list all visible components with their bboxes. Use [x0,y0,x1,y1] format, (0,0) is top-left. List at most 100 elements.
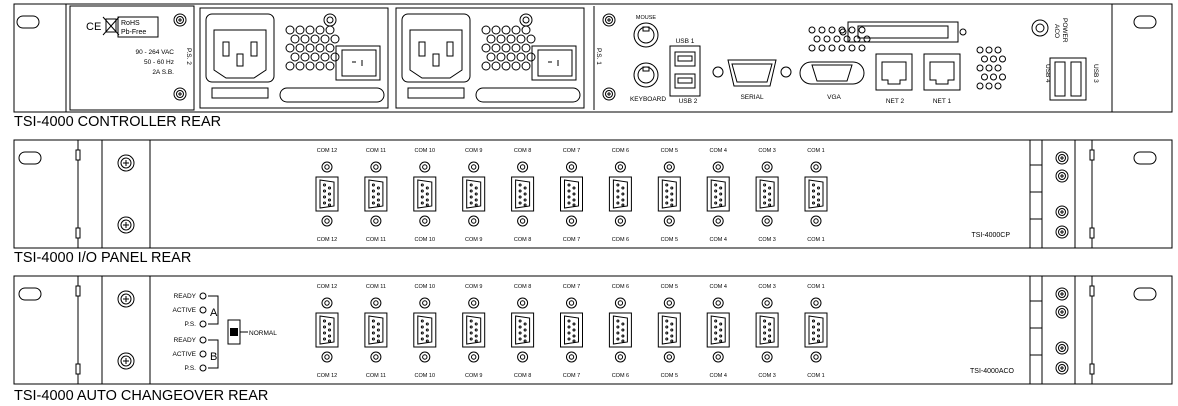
status-b-active: ACTIVE [173,351,197,358]
com-port-label-bottom: COM 10 [415,237,435,243]
com-port-label-top: COM 12 [317,284,337,290]
com-port-label-top: COM 7 [563,148,580,154]
io-panel-caption: TSI-4000 I/O PANEL REAR [14,250,191,266]
rating-frequency: 50 - 60 Hz [144,59,174,66]
led-a-active [199,306,207,314]
com-port-label-top: COM 4 [709,284,726,290]
vga-port: VGA [799,61,865,101]
com-port-label-bottom: COM 4 [709,237,726,243]
com-port: COM 1 COM 1 [804,148,828,243]
com-port: COM 6 COM 6 [608,284,632,379]
rating-fuse: 2A S.B. [152,69,174,76]
com-port-label-top: COM 10 [415,284,435,290]
power-label: POWER [1061,18,1068,43]
com-port-label-bottom: COM 12 [317,237,337,243]
com-port-label-top: COM 4 [709,148,726,154]
psu-vents [285,25,536,71]
com-port-label-top: COM 8 [514,284,531,290]
com-port: COM 7 COM 7 [560,284,583,379]
com-port-label-bottom: COM 5 [661,237,678,243]
com-port-label-bottom: COM 12 [317,373,337,379]
power-supply-2 [199,7,389,109]
usb1-label: USB 1 [676,38,695,45]
com-port-label-bottom: COM 6 [612,373,629,379]
com-port: COM 5 COM 5 [657,284,681,379]
com-port-label-top: COM 11 [366,148,386,154]
normal-label: NORMAL [249,330,277,337]
com-port-label-bottom: COM 7 [563,373,580,379]
com-port: COM 4 COM 4 [706,284,730,379]
com-port-label-bottom: COM 6 [612,237,629,243]
aco-status-group-a: READY ACTIVE P.S. A [173,292,219,328]
com-port-label-top: COM 7 [563,284,580,290]
com-port-label-top: COM 12 [317,148,337,154]
led-b-active [199,350,207,358]
com-port-label-top: COM 5 [661,284,678,290]
keyboard-label: KEYBOARD [630,96,666,103]
ethernet-ports: NET 2 NET 1 [875,53,961,105]
led-b-ready [199,336,207,344]
com-port-label-bottom: COM 5 [661,373,678,379]
vga-label: VGA [827,94,841,101]
status-b-ready: READY [174,337,197,344]
status-a-ps: P.S. [185,321,197,328]
com-port-label-top: COM 6 [612,148,629,154]
com-port-label-top: COM 8 [514,148,531,154]
aco-status-group-b: READY ACTIVE P.S. B [173,336,219,372]
led-b-ps [199,364,207,372]
com-port-label-bottom: COM 9 [465,237,482,243]
ce-mark: CE [86,21,101,33]
controller-caption: TSI-4000 CONTROLLER REAR [14,114,221,130]
com-port-label-bottom: COM 3 [758,237,775,243]
usb4-label: USB 4 [1044,64,1051,83]
usb2-label: USB 2 [679,98,698,105]
net2-label: NET 2 [886,98,905,105]
com-port-label-top: COM 6 [612,284,629,290]
letter-a: A [210,307,218,319]
keyboard-port: KEYBOARD [630,62,666,103]
com-port: COM 11 COM 11 [364,148,388,243]
com-port-label-bottom: COM 4 [709,373,726,379]
com-port: COM 6 COM 6 [608,148,632,243]
ps1-label: P.S. 1 [595,48,602,65]
com-port-label-bottom: COM 11 [366,373,386,379]
led-a-ready [199,292,207,300]
aco-panel: TSI-4000ACO READY ACTIVE P.S. A READY AC… [13,275,1173,385]
io-model-label: TSI-4000CP [971,232,1010,239]
serial-port: SERIAL [712,59,792,101]
com-port-label-bottom: COM 1 [807,237,824,243]
weee-bin-icon [102,16,120,36]
controller-panel: CE RoHS Pb-Free 90 - 264 VAC 50 - 60 Hz … [13,3,1173,113]
aco-model-label: TSI-4000ACO [970,368,1015,375]
com-port-label-top: COM 3 [758,284,775,290]
status-a-active: ACTIVE [173,307,197,314]
letter-b: B [210,351,217,363]
serial-label: SERIAL [740,94,764,101]
com-port-label-bottom: COM 10 [415,373,435,379]
com-port-label-bottom: COM 7 [563,237,580,243]
com-port-label-top: COM 1 [807,148,824,154]
usb-3-4-ports: USB 4 USB 3 [1044,57,1099,101]
usb3-label: USB 3 [1092,64,1099,83]
scsi-connector [839,21,967,43]
aco-caption: TSI-4000 AUTO CHANGEOVER REAR [14,388,268,404]
status-b-ps: P.S. [185,365,197,372]
usb-1-2-ports: USB 1 USB 2 [669,38,701,105]
controller-vent-holes [808,26,1006,90]
mouse-port: MOUSE [633,15,659,48]
controller-left-block: CE RoHS Pb-Free 90 - 264 VAC 50 - 60 Hz … [69,5,195,111]
com-port-label-bottom: COM 1 [807,373,824,379]
normal-switch[interactable]: NORMAL [227,319,277,345]
com-port-label-bottom: COM 11 [366,237,386,243]
